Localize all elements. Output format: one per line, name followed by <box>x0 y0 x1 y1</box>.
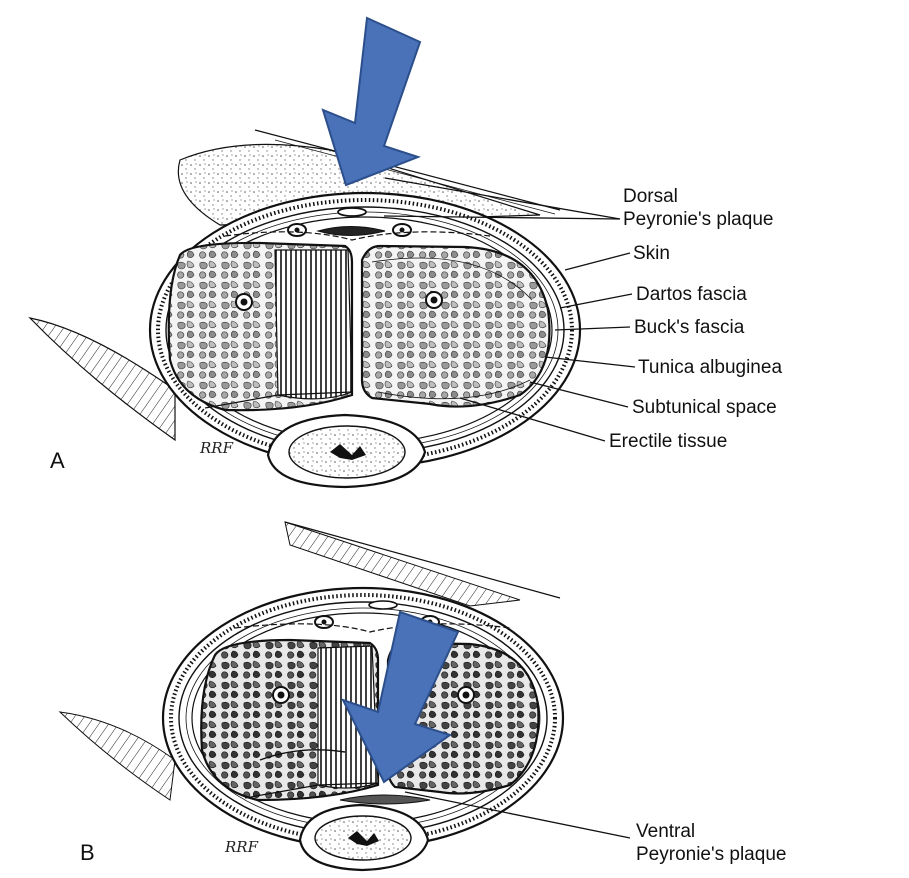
label-tunica-albuginea: Tunica albuginea <box>638 357 782 378</box>
skin-flap-left-b <box>60 712 175 800</box>
panel-a-letter: A <box>50 448 65 473</box>
panel-b-illustration: RRF <box>60 522 563 870</box>
label-dorsal: Dorsal <box>623 186 678 207</box>
corpus-right <box>362 246 549 407</box>
label-skin: Skin <box>633 243 670 264</box>
label-ventral-plaque: Peyronie's plaque <box>636 844 786 865</box>
septum-a <box>275 250 352 399</box>
dorsal-arrow <box>323 18 420 185</box>
label-dorsal-plaque: Peyronie's plaque <box>623 209 773 230</box>
panel-a-illustration: RRF <box>30 130 580 487</box>
artist-signature-b: RRF <box>224 838 259 856</box>
panel-b-letter: B <box>80 840 95 865</box>
label-subtunical-space: Subtunical space <box>632 397 777 418</box>
label-bucks-fascia: Buck's fascia <box>634 317 745 338</box>
label-ventral: Ventral <box>636 821 695 842</box>
label-dartos-fascia: Dartos fascia <box>636 284 747 305</box>
panel-a-labels: Dorsal Peyronie's plaque Skin Dartos fas… <box>609 186 782 452</box>
artist-signature-a: RRF <box>199 439 234 457</box>
label-erectile-tissue: Erectile tissue <box>609 431 727 452</box>
